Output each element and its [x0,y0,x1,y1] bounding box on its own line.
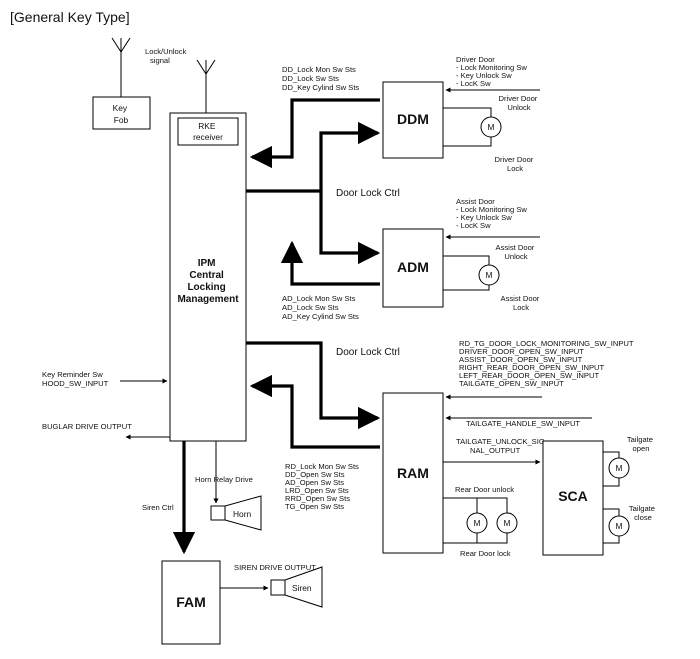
key-fob-box [92,96,151,130]
tailgate-handle-label: TAILGATE_HANDLE_SW_INPUT [466,419,580,428]
rear-door-lock-label: Rear Door lock [460,549,511,558]
rear-door-right-motor-symbol: M [504,518,511,528]
ram-label: RAM [397,465,429,481]
ddm-box [382,81,444,159]
rear-door-motor-wire-left-top [443,497,478,513]
adm-label: ADM [397,259,429,275]
ram-box [382,392,444,554]
ddm-status-arrow [249,98,380,169]
horn-relay-label: Horn Relay Drive [195,475,253,484]
ddm-motor-icon [480,116,502,138]
sca-label: SCA [558,488,588,504]
horn-icon [210,495,262,531]
rke-receiver-box [177,117,239,146]
fam-box [161,560,221,645]
adm-motor-icon [478,264,500,286]
rear-door-motor-wire-right-bottom [477,533,508,544]
adm-status-signals: AD_Lock Mon Sw Sts AD_Lock Sw Sts AD_Key… [282,294,359,321]
rear-door-unlock-label: Rear Door unlock [455,485,514,494]
page-title: [General Key Type] [10,9,130,25]
tailgate-open-motor-icon [608,457,630,479]
adm-motor-wire-bottom [443,285,490,291]
rear-door-motor-wire-left-bottom [443,533,478,544]
ddm-motor-symbol: M [488,122,495,132]
sca-close-motor-wire-top [603,508,620,516]
rear-door-left-motor-symbol: M [474,518,481,528]
assist-door-switches: Assist Door - Lock Monitoring Sw - Key U… [456,197,529,230]
siren-icon [270,566,323,608]
fam-label: FAM [176,594,206,610]
rear-door-left-motor-icon [466,512,488,534]
rke-receiver-label: RKE receiver [193,121,223,142]
tailgate-close-motor-icon [608,515,630,537]
adm-motor-wire-top [443,255,490,265]
ddm-status-signals: DD_Lock Mon Sw Sts DD_Lock Sw Sts DD_Key… [282,65,359,92]
ram-status-signals: RD_Lock Mon Sw Sts DD_Open Sw Sts AD_Ope… [285,462,361,511]
rear-door-right-motor-icon [496,512,518,534]
tailgate-open-label: Tailgate open [627,435,655,453]
rear-door-motor-wire-right-top [477,497,508,513]
siren-ctrl-label: Siren Ctrl [142,503,174,512]
adm-box [382,228,444,308]
door-lock-ctrl-label-2: Door Lock Ctrl [336,347,400,358]
key-fob-antenna-icon [111,37,131,97]
lock-unlock-signal-label: Lock/Unlock signal [145,47,189,65]
ddm-label: DDM [397,111,429,127]
ram-status-arrow [249,374,380,449]
ipm-box [169,112,247,442]
door-lock-ctrl-label-1: Door Lock Ctrl [336,188,400,199]
tailgate-close-label: Tailgate close [629,504,657,522]
sca-box [542,440,604,556]
adm-motor-symbol: M [486,270,493,280]
tailgate-unlock-signal-label: TAILGATE_UNLOCK_SIG NAL_OUTPUT [456,437,547,455]
ram-switch-inputs: RD_TG_DOOR_LOCK_MONITORING_SW_INPUT DRIV… [459,339,636,388]
adm-status-arrow [280,240,380,286]
driver-door-switches: Driver Door - Lock Monitoring Sw - Key U… [456,55,529,88]
rke-antenna-icon [196,59,216,116]
buglar-output-label: BUGLAR DRIVE OUTPUT [42,422,132,431]
ram-door-lock-ctrl-arrow [246,341,381,430]
assist-door-unlock-label: Assist Door Unlock [496,243,537,261]
driver-door-unlock-label: Driver Door Unlock [499,94,540,112]
horn-label: Horn [233,509,251,519]
tailgate-close-motor-symbol: M [616,521,623,531]
ipm-label: IPM Central Locking Management [177,258,239,305]
driver-door-lock-label: Driver Door Lock [495,155,536,173]
key-fob-label: Key Fob [113,103,130,125]
assist-door-lock-label: Assist Door Lock [501,294,542,312]
siren-drive-output-label: SIREN DRIVE OUTPUT [234,563,316,572]
key-reminder-label: Key Reminder Sw HOOD_SW_INPUT [42,370,109,388]
sca-close-motor-wire-bottom [603,536,620,544]
ddm-motor-wire-top [443,107,492,117]
ddm-door-lock-ctrl-arrow [246,121,381,193]
sca-open-motor-wire-bottom [603,478,620,487]
tailgate-open-motor-symbol: M [616,463,623,473]
adm-door-lock-ctrl-arrow [319,191,381,265]
ddm-motor-wire-bottom [443,137,492,147]
sca-open-motor-wire-top [603,451,620,458]
siren-label: Siren [292,583,312,593]
